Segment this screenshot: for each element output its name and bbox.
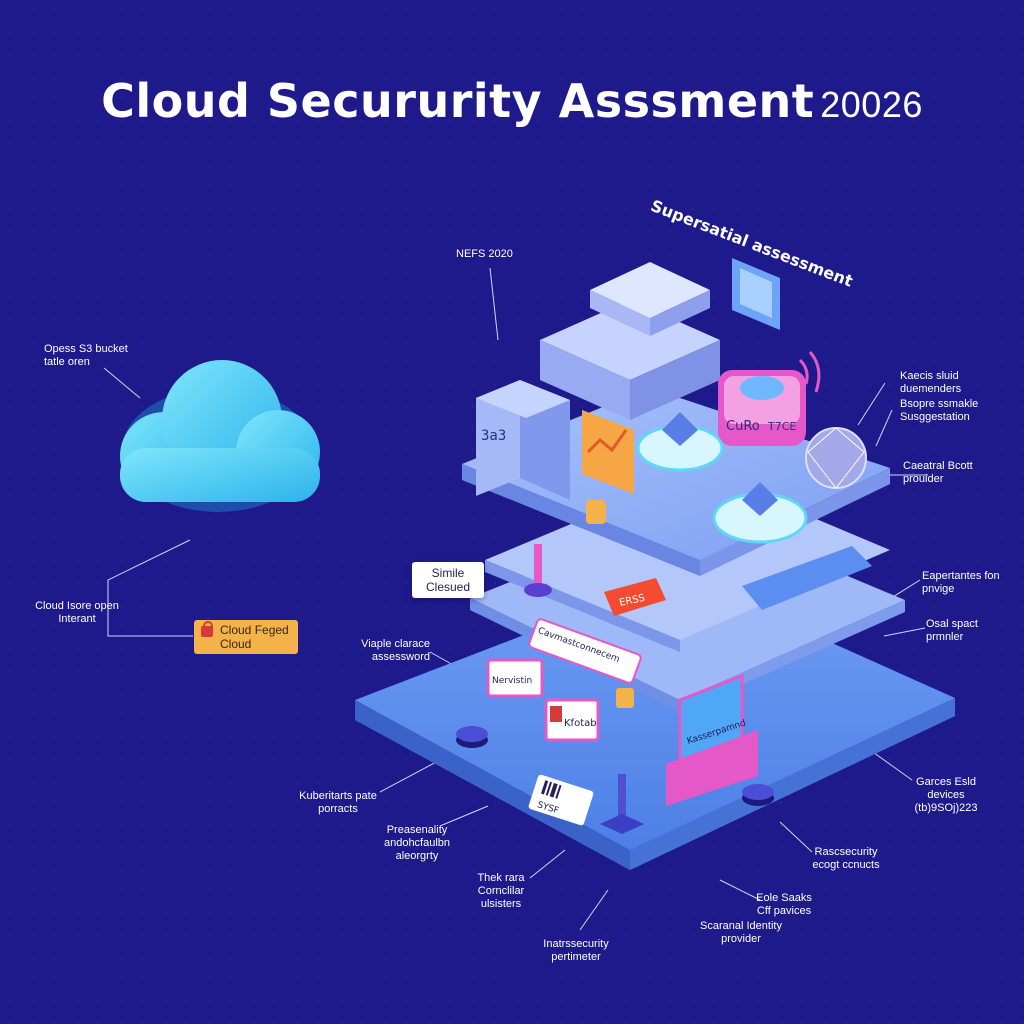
display-panel-3-text: Kfotab [564,718,597,729]
chart-panel-icon [582,410,634,494]
small-badge-orange [616,688,634,708]
label-top-version: NEFS 2020 [456,248,513,260]
cube-device [718,370,806,446]
label-eole-devices: Eole Saaks Cff pavices [756,892,812,917]
lock-icon [201,621,213,637]
server-tag: 3a3 [481,428,506,444]
cube-tag: CuRo [726,419,760,434]
label-thek-controller: Thek rara Cornclilar ulsisters [477,872,525,910]
panel-keyboard [742,546,872,610]
monitor-icon [732,258,780,330]
display-panel-2 [486,658,544,698]
display-panel-1 [528,618,642,684]
cloud-icon [120,360,320,512]
ticket-icon [528,774,594,826]
joystick-icon [524,544,552,597]
label-cloud-requirements: Kaecis sluid duemenders [900,370,962,395]
alert-tag-text: ERSS [618,593,646,609]
cloud-card: Cloud Feged Cloud [194,620,298,654]
antenna-pole [600,774,644,834]
glow-pad-2 [712,482,808,544]
crystal-icon [805,427,867,489]
glow-pad-1 [636,412,724,472]
wifi-icon [798,351,821,393]
title-main: Cloud Secururity Asssment [101,74,815,128]
puck-left [456,726,488,748]
label-osal-spact: Osal spact prmnler [926,618,978,643]
cube-tag-2: T7CE [767,420,796,433]
small-badge-shield [586,500,606,524]
label-storage-suggestion: Bsopre ssmakle Susggestation [900,398,979,423]
display-panel-3 [544,698,600,742]
label-central-provider: Caeatral Bcott prouider [903,460,973,485]
puck-right [742,784,774,806]
display-panel-2-text: Nervistin [492,676,532,686]
label-identity-provider: Scaranal Identity provider [700,920,782,945]
label-perimeter: Inatrssecurity pertimeter [543,938,609,963]
alert-tag [604,578,666,616]
label-experiences: Eapertantes fon pnvige [922,570,1000,595]
title-year: 20026 [820,84,923,125]
label-presentity: Preasenality andohcfaulbn aleorgrty [383,824,451,862]
label-s3-bucket: Opess S3 bucket tatle oren [44,343,128,368]
label-visible-clarace: Viaple clarace assessword [361,638,430,663]
label-kubernetes: Kuberitarts pate porracts [299,790,377,815]
label-gances-devices: Garces Esld devices (tb)9SOj)223 [914,776,978,814]
cloud-card-label: Cloud Feged Cloud [220,623,289,651]
status-card: Simile Clesued [412,562,484,598]
server-icon [476,380,570,500]
label-resecurity: Rascsecurity ecogt ccnucts [812,846,880,871]
display-panel-4 [666,673,758,806]
compute-block [540,262,720,420]
label-cloud-open: Cloud Isore open Interant [35,600,119,625]
status-card-label: Simile Clesued [425,566,471,594]
